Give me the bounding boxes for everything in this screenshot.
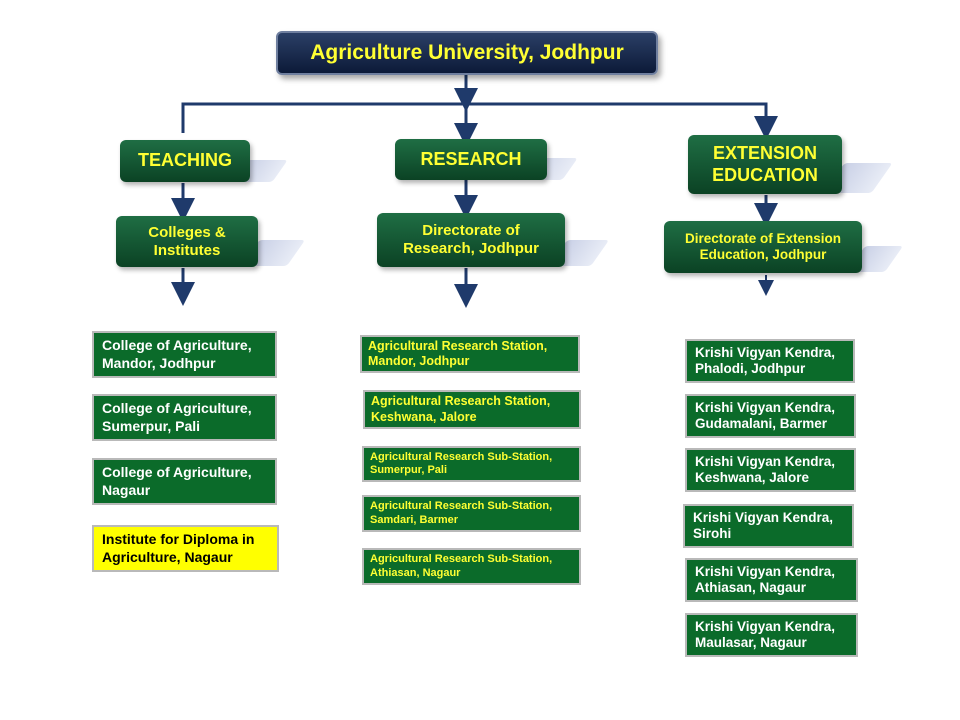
directorate-research-line2: Research, Jodhpur [403, 240, 539, 257]
teaching-item: College of Agriculture,Mandor, Jodhpur [92, 331, 277, 378]
item-line: Sumerpur, Pali [102, 417, 201, 434]
teaching-node: TEACHING [120, 140, 250, 182]
research-item: Agricultural Research Station,Mandor, Jo… [360, 335, 580, 373]
extension-item: Krishi Vigyan Kendra,Phalodi, Jodhpur [685, 339, 855, 383]
root-node: Agriculture University, Jodhpur [276, 31, 658, 75]
item-line: Samdari, Barmer [370, 513, 459, 526]
colleges-line2: Institutes [153, 241, 221, 259]
directorate-research-line1: Directorate of [422, 222, 520, 240]
item-line: Keshwana, Jalore [695, 470, 810, 485]
item-line: College of Agriculture, [102, 400, 252, 417]
item-line: Agricultural Research Station, [371, 394, 551, 409]
directorate-extension-line2: Education, Jodhpur [699, 247, 827, 262]
item-line: Krishi Vigyan Kendra, [695, 344, 836, 360]
research-item: Agricultural Research Sub-Station,Sumerp… [362, 446, 581, 482]
item-line: Mandor, Jodhpur [102, 354, 216, 371]
item-line: Agricultural Research Sub-Station, [370, 553, 553, 566]
item-line: Sumerpur, Pali [370, 464, 448, 476]
item-line: Gudamalani, Barmer [695, 416, 828, 431]
research-item: Agricultural Research Station,Keshwana, … [363, 390, 581, 429]
item-line: Athiasan, Nagaur [370, 566, 461, 579]
teaching-item: College of Agriculture,Nagaur [92, 458, 277, 505]
item-line: Athiasan, Nagaur [695, 580, 807, 595]
item-line: Agricultural Research Sub-Station, [370, 500, 553, 513]
extension-item: Krishi Vigyan Kendra,Gudamalani, Barmer [685, 394, 856, 438]
extension-label-line1: EXTENSION [712, 143, 817, 164]
item-line: Phalodi, Jodhpur [695, 361, 806, 376]
item-line: Agricultural Research Station, [368, 338, 548, 353]
item-line: Mandor, Jodhpur [368, 354, 470, 368]
extension-label-line2: EDUCATION [712, 164, 818, 185]
extension-item: Krishi Vigyan Kendra,Athiasan, Nagaur [685, 558, 858, 602]
research-node: RESEARCH [395, 139, 547, 180]
research-item: Agricultural Research Sub-Station,Athias… [362, 548, 581, 585]
item-line: Agricultural Research Sub-Station, [370, 450, 553, 463]
item-line: Nagaur [102, 481, 151, 498]
item-line: Krishi Vigyan Kendra, [695, 399, 836, 415]
item-line: Krishi Vigyan Kendra, [693, 509, 834, 525]
colleges-line1: Colleges & [148, 223, 226, 241]
item-line: College of Agriculture, [102, 464, 252, 481]
item-line: Maulasar, Nagaur [695, 635, 807, 650]
item-line: Agriculture, Nagaur [102, 548, 233, 565]
item-line: Krishi Vigyan Kendra, [695, 618, 836, 634]
research-item: Agricultural Research Sub-Station,Samdar… [362, 495, 581, 532]
item-line: Krishi Vigyan Kendra, [695, 563, 836, 579]
extension-node: EXTENSION EDUCATION [688, 135, 842, 194]
directorate-extension-line1: Directorate of Extension [684, 231, 842, 247]
teaching-item: College of Agriculture,Sumerpur, Pali [92, 394, 277, 441]
item-line: Krishi Vigyan Kendra, [695, 453, 836, 469]
extension-item: Krishi Vigyan Kendra,Sirohi [683, 504, 854, 548]
teaching-label: TEACHING [138, 150, 232, 171]
directorate-research-node: Directorate of Research, Jodhpur [377, 213, 565, 267]
root-title: Agriculture University, Jodhpur [310, 41, 624, 64]
directorate-extension-node: Directorate of Extension Education, Jodh… [664, 221, 862, 273]
colleges-node: Colleges & Institutes [116, 216, 258, 267]
item-line: Keshwana, Jalore [371, 409, 477, 424]
extension-item: Krishi Vigyan Kendra,Keshwana, Jalore [685, 448, 856, 492]
research-label: RESEARCH [420, 148, 522, 169]
item-line: Sirohi [693, 526, 732, 541]
item-line: College of Agriculture, [102, 337, 252, 354]
extension-item: Krishi Vigyan Kendra,Maulasar, Nagaur [685, 613, 858, 657]
item-line: Institute for Diploma in [102, 531, 255, 548]
